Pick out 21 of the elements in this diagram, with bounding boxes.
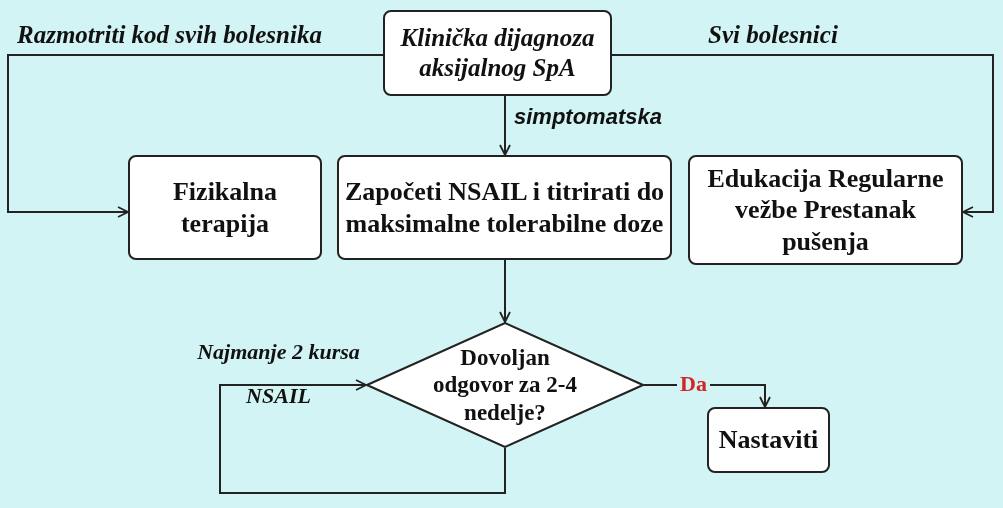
arrow: [499, 95, 511, 156]
arrow: [7, 54, 384, 218]
edge-label: simptomatska: [513, 104, 663, 131]
decision-diamond: [366, 322, 644, 448]
node-text: Dovoljan odgovor za 2-4 nedelje?: [432, 343, 578, 427]
process-box: [688, 155, 963, 265]
arrow: [219, 379, 506, 494]
node-text: Započeti NSAIL i titrirati do maksimalne tolerabilne doze: [344, 176, 665, 239]
edge-label: Najmanje 2 kursa NSAIL: [196, 338, 361, 410]
node-text: Edukacija Regularne vežbe Prestanak pušenja: [706, 163, 945, 257]
node-text: Klinička dijagnoza aksijalnog SpA: [399, 23, 596, 83]
arrow: [499, 259, 511, 323]
arrow: [611, 54, 994, 218]
node-text: Nastaviti: [718, 424, 819, 456]
edge-label: Razmotriti kod svih bolesnika: [16, 20, 323, 50]
process-box: [707, 407, 830, 473]
process-box: [128, 155, 322, 260]
node-text: Fizikalna terapija: [172, 176, 278, 239]
process-box: [337, 155, 672, 260]
edge-label: Svi bolesnici: [707, 20, 839, 50]
process-box: [383, 10, 612, 96]
